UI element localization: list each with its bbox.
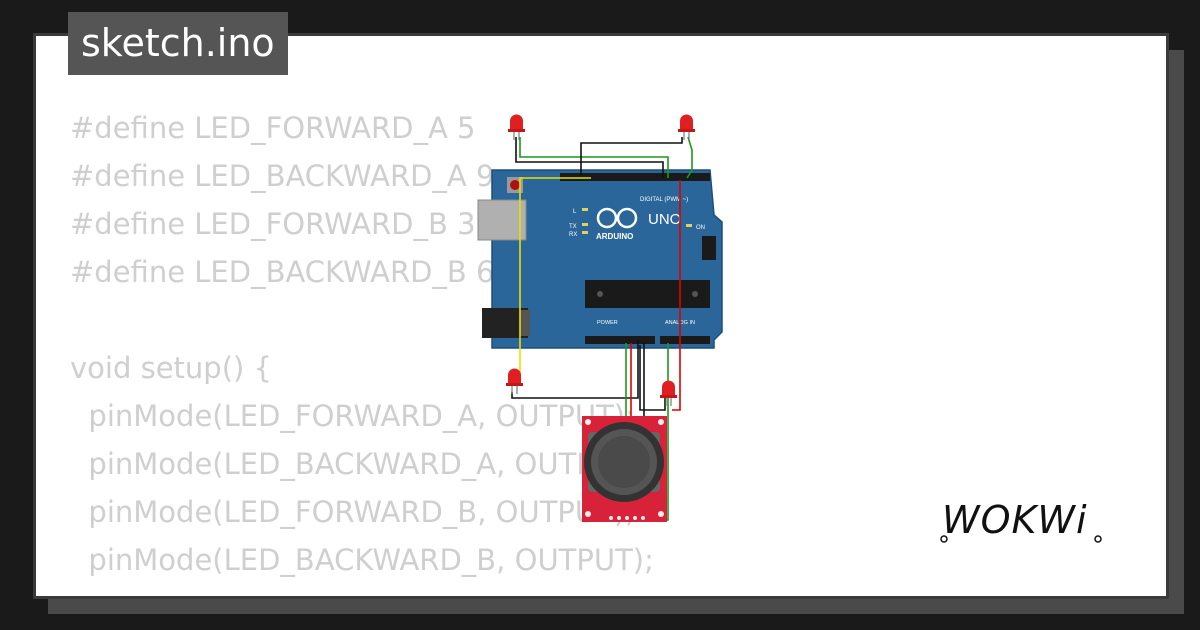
- led-top-right[interactable]: [678, 114, 695, 141]
- code-line: #define LED_BACKWARD_B 6: [70, 255, 495, 289]
- l-label: L: [573, 209, 577, 215]
- wokwi-logo: WOKWi: [940, 498, 1102, 543]
- microcontroller-chip: [585, 280, 710, 308]
- on-label: ON: [696, 225, 705, 231]
- wokwi-logo-text: WOKWi: [942, 498, 1088, 542]
- code-line: #define LED_BACKWARD_A 9: [70, 159, 495, 193]
- code-line: #define LED_FORWARD_B 3: [70, 207, 476, 241]
- wire-black-top[interactable]: [515, 137, 664, 178]
- filename-label: sketch.ino: [81, 21, 275, 65]
- power-label: POWER: [597, 320, 618, 326]
- digital-header-right: [640, 173, 710, 181]
- tx-label: TX: [569, 224, 577, 230]
- code-line: void setup() {: [70, 351, 272, 385]
- wire-green-top-right[interactable]: [686, 136, 693, 179]
- led-bottom-left[interactable]: [506, 368, 523, 394]
- joystick-module[interactable]: [582, 416, 667, 522]
- code-line: #define LED_FORWARD_A 5: [70, 111, 476, 145]
- board-brand-label: ARDUINO: [596, 232, 633, 241]
- wire-red[interactable]: [672, 180, 681, 411]
- code-line: pinMode(LED_FORWARD_A, OUTPUT);: [70, 399, 635, 433]
- arduino-uno-board[interactable]: UNO ARDUINO DIGITAL (PWM ~) POWER ANALOG…: [477, 169, 723, 349]
- rx-label: RX: [569, 232, 577, 238]
- digital-label: DIGITAL (PWM ~): [640, 197, 688, 203]
- led-top-left[interactable]: [508, 114, 525, 141]
- usb-connector: [477, 199, 527, 241]
- board-model-label: UNO: [648, 211, 681, 228]
- code-preview: #define LED_FORWARD_A 5 #define LED_BACKW…: [70, 104, 654, 584]
- wire-black-top-right[interactable]: [580, 137, 683, 175]
- filename-tab[interactable]: sketch.ino: [68, 12, 288, 75]
- led-bottom-right[interactable]: [660, 380, 677, 407]
- circuit-diagram: UNO ARDUINO DIGITAL (PWM ~) POWER ANALOG…: [477, 114, 723, 522]
- digital-header-left: [560, 173, 690, 181]
- analog-header: [660, 336, 710, 344]
- icsp-header: [702, 236, 716, 260]
- code-line: pinMode(LED_BACKWARD_B, OUTPUT);: [70, 543, 654, 577]
- wire-black-left-led[interactable]: [511, 340, 639, 399]
- arduino-logo-icon: [596, 207, 618, 229]
- wire-black-right-led[interactable]: [639, 345, 666, 411]
- power-header: [585, 336, 655, 344]
- wire-yellow[interactable]: [519, 177, 591, 372]
- wire-green-top-left[interactable]: [519, 137, 669, 178]
